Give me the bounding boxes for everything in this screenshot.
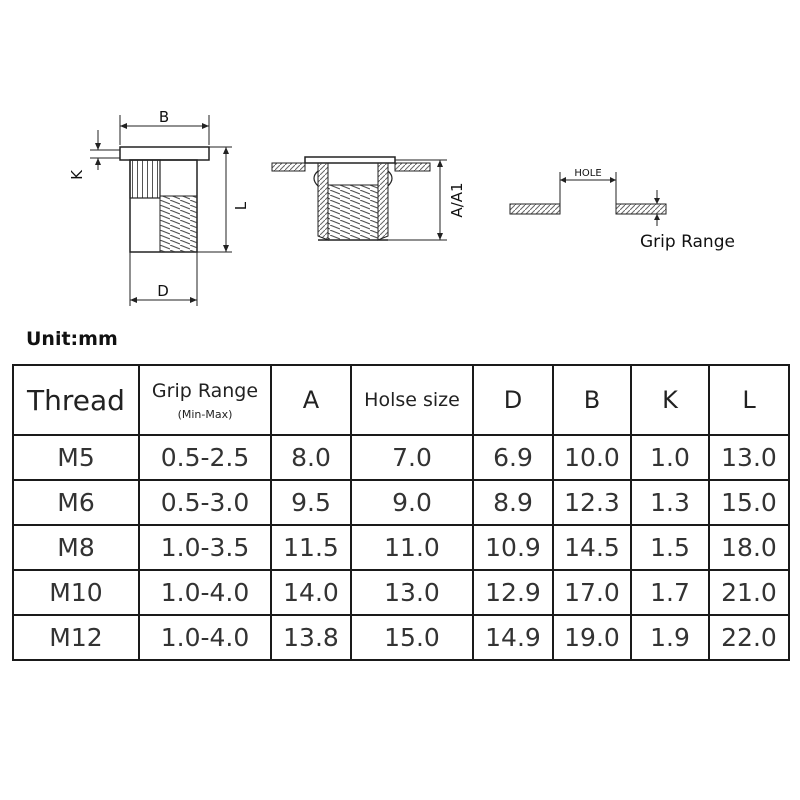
cell-hole: 9.0 xyxy=(350,479,474,526)
header-grip-range: Grip Range (Min-Max) xyxy=(138,364,272,436)
cell-k: 1.9 xyxy=(630,614,710,661)
cell-thread: M6 xyxy=(12,479,140,526)
table-row: M5 0.5-2.5 8.0 7.0 6.9 10.0 1.0 13.0 xyxy=(12,434,790,481)
cell-grip: 0.5-2.5 xyxy=(138,434,272,481)
cell-l: 15.0 xyxy=(708,479,790,526)
unit-label: Unit:mm xyxy=(26,328,118,350)
cell-thread: M8 xyxy=(12,524,140,571)
cell-k: 1.5 xyxy=(630,524,710,571)
cell-b: 17.0 xyxy=(552,569,632,616)
header-thread: Thread xyxy=(12,364,140,436)
grip-range-label: Grip Range xyxy=(640,232,735,252)
cell-grip: 1.0-3.5 xyxy=(138,524,272,571)
cell-a: 11.5 xyxy=(270,524,352,571)
header-hole-size: Holse size xyxy=(350,364,474,436)
cell-d: 8.9 xyxy=(472,479,554,526)
header-a: A xyxy=(270,364,352,436)
cell-grip: 0.5-3.0 xyxy=(138,479,272,526)
rivet-nut-side-view: B K L D xyxy=(68,108,250,306)
cell-b: 10.0 xyxy=(552,434,632,481)
hole-grip-view: HOLE Grip Range xyxy=(509,168,735,252)
header-l: L xyxy=(708,364,790,436)
cell-l: 21.0 xyxy=(708,569,790,616)
cell-hole: 11.0 xyxy=(350,524,474,571)
dim-l-label: L xyxy=(232,201,250,210)
dim-b-label: B xyxy=(159,108,169,126)
cell-thread: M5 xyxy=(12,434,140,481)
header-grip-range-label: Grip Range xyxy=(151,379,259,402)
cell-l: 13.0 xyxy=(708,434,790,481)
table-row: M12 1.0-4.0 13.8 15.0 14.9 19.0 1.9 22.0 xyxy=(12,614,790,661)
cell-b: 14.5 xyxy=(552,524,632,571)
cell-d: 12.9 xyxy=(472,569,554,616)
cell-hole: 13.0 xyxy=(350,569,474,616)
cell-grip: 1.0-4.0 xyxy=(138,569,272,616)
hole-label: HOLE xyxy=(574,168,601,179)
cell-thread: M12 xyxy=(12,614,140,661)
cell-k: 1.0 xyxy=(630,434,710,481)
header-b: B xyxy=(552,364,632,436)
cell-a: 8.0 xyxy=(270,434,352,481)
cell-k: 1.7 xyxy=(630,569,710,616)
cell-d: 14.9 xyxy=(472,614,554,661)
cell-l: 18.0 xyxy=(708,524,790,571)
dim-a-label: A/A1 xyxy=(448,182,466,217)
header-k: K xyxy=(630,364,710,436)
cell-a: 13.8 xyxy=(270,614,352,661)
cell-a: 14.0 xyxy=(270,569,352,616)
table-row: M8 1.0-3.5 11.5 11.0 10.9 14.5 1.5 18.0 xyxy=(12,524,790,571)
cell-a: 9.5 xyxy=(270,479,352,526)
cell-b: 12.3 xyxy=(552,479,632,526)
cell-d: 10.9 xyxy=(472,524,554,571)
cell-d: 6.9 xyxy=(472,434,554,481)
cell-hole: 15.0 xyxy=(350,614,474,661)
table-row: M6 0.5-3.0 9.5 9.0 8.9 12.3 1.3 15.0 xyxy=(12,479,790,526)
header-grip-range-sub: (Min-Max) xyxy=(177,407,233,421)
dim-k-label: K xyxy=(68,169,86,180)
cell-hole: 7.0 xyxy=(350,434,474,481)
cell-l: 22.0 xyxy=(708,614,790,661)
spec-table: Thread Grip Range(Min-Max) A Holse size … xyxy=(12,364,790,661)
cell-b: 19.0 xyxy=(552,614,632,661)
cell-k: 1.3 xyxy=(630,479,710,526)
table-row: M10 1.0-4.0 14.0 13.0 12.9 17.0 1.7 21.0 xyxy=(12,569,790,616)
dim-d-label: D xyxy=(157,282,169,300)
cell-grip: 1.0-4.0 xyxy=(138,614,272,661)
table-header-row: Thread Grip Range(Min-Max) A Holse size … xyxy=(12,364,790,436)
installed-section-view: A/A1 xyxy=(271,156,466,241)
header-d: D xyxy=(472,364,554,436)
cell-thread: M10 xyxy=(12,569,140,616)
technical-drawings: B K L D xyxy=(68,108,735,306)
